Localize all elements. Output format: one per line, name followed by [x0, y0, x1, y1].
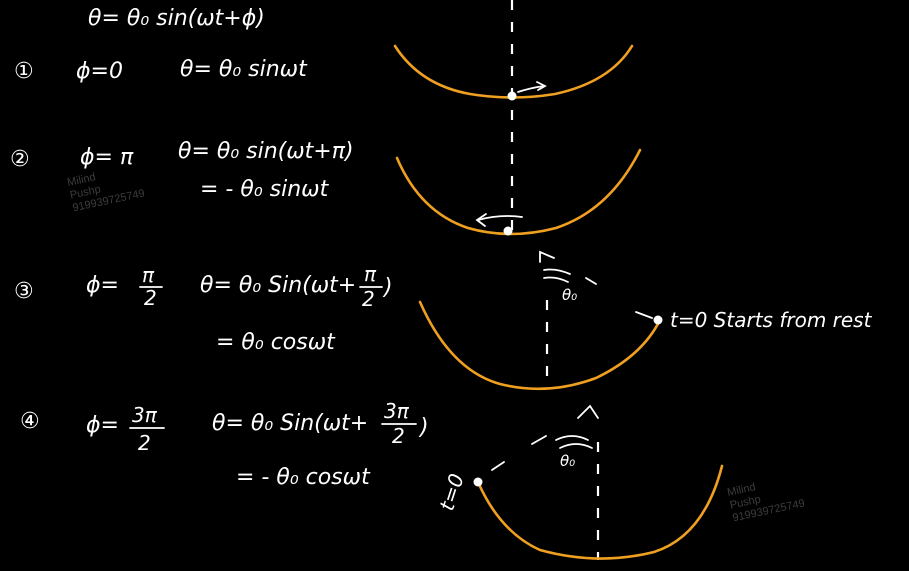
- case-3-phase-symbol: ϕ=: [86, 273, 119, 298]
- case-4-phase-numerator: 3π: [132, 403, 158, 427]
- general-equation: θ= θ₀ sin(ωt+ϕ): [88, 6, 265, 31]
- start-label-right: t=0 Starts from rest: [670, 308, 873, 332]
- string-mark: [531, 435, 547, 445]
- string-mark: [491, 461, 505, 471]
- case-3-simplified: = θ₀ cosωt: [216, 330, 336, 355]
- theta-zero-label-upper: θ₀: [562, 286, 577, 304]
- angle-arc-icon: [543, 268, 571, 275]
- case-4-equation: θ= θ₀ Sin(ωt+ 3π 2 ): [212, 399, 429, 448]
- ball-2: [503, 226, 513, 236]
- case-3-equation: θ= θ₀ Sin(ωt+ π 2 ): [200, 262, 393, 311]
- case-3-phase-numerator: π: [142, 263, 155, 287]
- bowl-track-1: [393, 44, 634, 99]
- ball-1: [507, 91, 517, 101]
- bowl-track-2: [395, 148, 642, 236]
- ball-4: [473, 477, 483, 487]
- right-arrow-icon: [517, 85, 545, 93]
- case-3-number: ③: [14, 279, 34, 304]
- watermark-right: Milind Pushp 919939725749: [726, 481, 806, 524]
- case-3-equation-numerator: π: [364, 262, 377, 286]
- watermark-name: Milind: [726, 481, 757, 499]
- bowl-track-3: [418, 300, 662, 391]
- case-1-phase: ϕ=0: [76, 59, 123, 84]
- case-1-equation: θ= θ₀ sinωt: [180, 57, 308, 82]
- angle-mark-icon: [539, 250, 555, 263]
- case-4-simplified: = - θ₀ cosωt: [236, 465, 371, 490]
- angle-arc-icon: [543, 276, 569, 283]
- start-label-left: t=0: [434, 471, 468, 514]
- string-mark: [635, 311, 653, 319]
- case-4-phase: ϕ= 3π 2: [86, 403, 165, 455]
- case-2-number: ②: [10, 147, 30, 172]
- angle-arc-icon: [555, 435, 589, 441]
- arrowhead-icon: [475, 213, 487, 227]
- case-3-phase: ϕ= π 2: [86, 263, 163, 310]
- case-4-number: ④: [20, 409, 40, 434]
- angle-mark-icon: [577, 404, 599, 419]
- case-4-phase-denominator: 2: [138, 431, 151, 455]
- bowl-track-4: [476, 464, 724, 560]
- case-3-equation-denominator: 2: [362, 287, 375, 311]
- watermark-name: Milind: [66, 171, 97, 189]
- case-4-equation-denominator: 2: [392, 424, 405, 448]
- case-4-phase-symbol: ϕ=: [86, 413, 119, 438]
- case-1-number: ①: [14, 59, 34, 84]
- string-mark: [585, 277, 597, 285]
- case-3-equation-head: θ= θ₀ Sin(ωt+: [200, 273, 356, 298]
- case-2-phase: ϕ= π: [80, 145, 134, 170]
- case-4-equation-numerator: 3π: [384, 399, 410, 423]
- case-2-simplified: = - θ₀ sinωt: [200, 177, 330, 202]
- theta-zero-label-lower: θ₀: [560, 452, 575, 470]
- case-3-equation-tail: ): [382, 275, 393, 300]
- case-4-equation-tail: ): [418, 415, 429, 440]
- angle-arc-icon: [559, 443, 593, 449]
- left-arrow-icon: [477, 215, 523, 221]
- arrowhead-icon: [536, 81, 547, 91]
- ball-3: [653, 315, 663, 325]
- case-3-phase-denominator: 2: [144, 286, 157, 310]
- case-4-equation-head: θ= θ₀ Sin(ωt+: [212, 411, 368, 436]
- case-2-equation: θ= θ₀ sin(ωt+π): [178, 139, 354, 164]
